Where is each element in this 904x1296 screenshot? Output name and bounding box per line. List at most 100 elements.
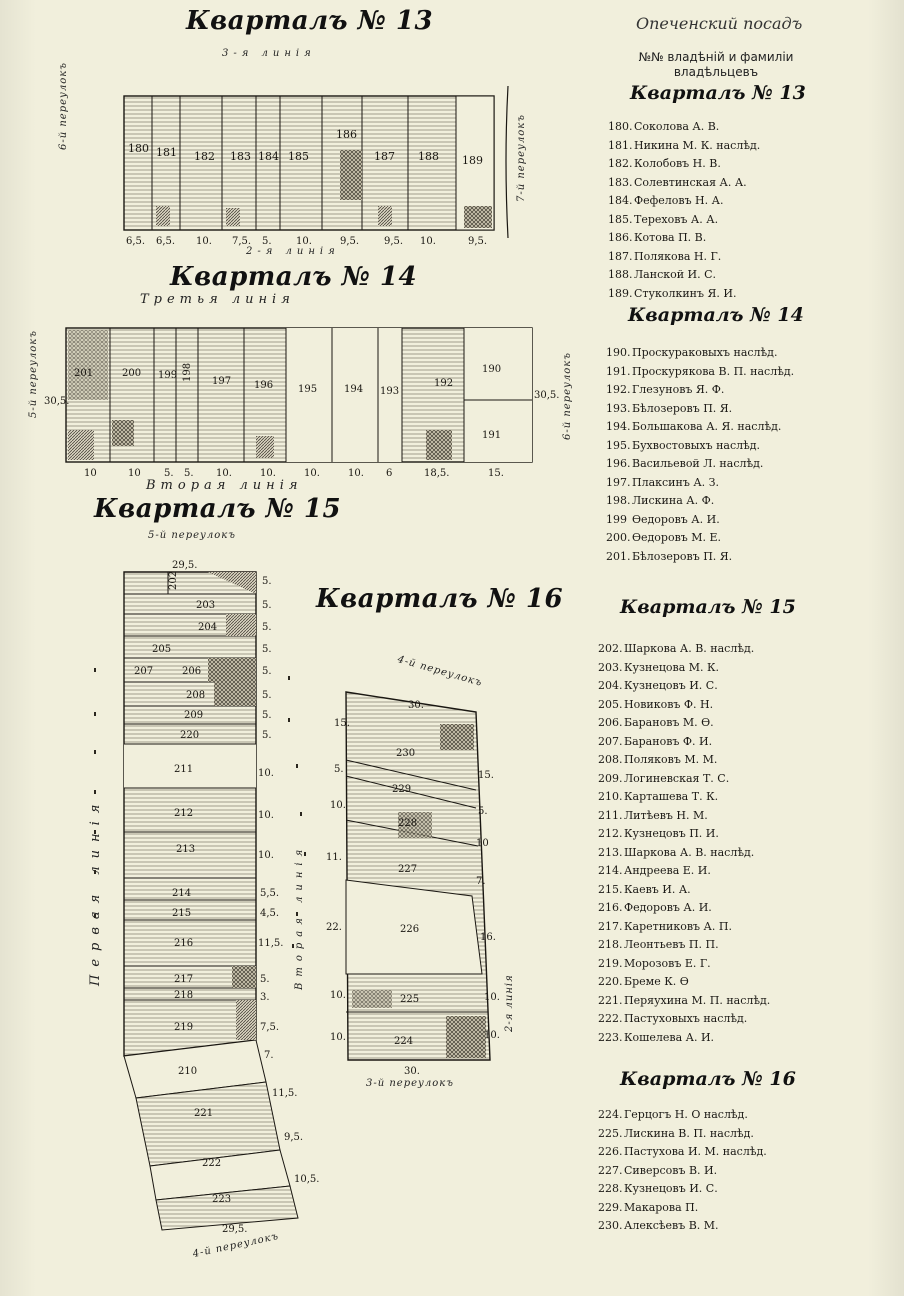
parcel-207: 207: [134, 666, 153, 677]
list-item: 214.Андреева Е. И.: [598, 864, 711, 877]
list-item: 230.Алексѣевъ В. М.: [598, 1219, 719, 1232]
list-item: 193.Бѣлозеровъ П. Я.: [606, 401, 733, 415]
k14-width-2: 10: [128, 468, 141, 479]
k15-side-10: 10.: [258, 810, 274, 821]
list-item: 192.Глезуновъ Я. Ф.: [606, 383, 725, 396]
k15-side-20: 9,5.: [284, 1132, 303, 1143]
k15-side-16: 3.: [260, 992, 270, 1003]
list-item: 206.Барановъ М. Ѳ.: [598, 716, 714, 729]
list-item: 207.Барановъ Ф. И.: [598, 734, 713, 748]
parcel-186: 186: [336, 128, 357, 141]
parcel-196: 196: [254, 380, 273, 391]
k15-side-21: 10,5.: [294, 1174, 319, 1185]
parcel-203: 203: [196, 600, 215, 611]
k14-top-street: Третья линія: [140, 292, 295, 307]
list-item: 201.Бѣлозеровъ П. Я.: [606, 549, 733, 563]
list-item: 184.Фефеловъ Н. А.: [608, 194, 724, 207]
k15-side-18: 7.: [264, 1050, 274, 1061]
k16-left-1: 15.: [334, 718, 350, 729]
list-item: 217.Каретниковъ А. П.: [598, 919, 732, 933]
k16-right-2: 5.: [478, 806, 488, 817]
list-item: 209.Логиневская Т. С.: [598, 771, 730, 785]
k15-side-12: 5,5.: [260, 888, 279, 899]
parcel-192: 192: [434, 378, 453, 389]
list-item: 205.Новиковъ Ф. Н.: [598, 697, 714, 711]
map-title-k15: Кварталъ № 15: [94, 494, 342, 524]
list-title-k16: Кварталъ № 16: [620, 1068, 796, 1090]
list-item: 203.Кузнецова М. К.: [598, 660, 720, 674]
list-item: 218.Леонтьевъ П. П.: [598, 938, 719, 951]
k15-side-4: 5.: [262, 644, 272, 655]
parcel-188: 188: [418, 150, 439, 163]
parcel-185: 185: [288, 150, 309, 163]
k13-width-1: 6,5.: [126, 236, 145, 247]
list-item: 216.Федоровъ А. И.: [598, 901, 712, 914]
list-subtitle: №№ владѣній и фамиліи владѣльцевъ: [638, 50, 794, 79]
k15-side-19: 11,5.: [272, 1088, 297, 1099]
parcel-197: 197: [212, 376, 231, 387]
list-item: 185.Тереховъ А. А.: [608, 212, 719, 226]
k16-block: [345, 691, 491, 1061]
k14-width-4: 5.: [184, 468, 194, 479]
k15-side-17: 7,5.: [260, 1022, 279, 1033]
parcel-218: 218: [174, 990, 193, 1001]
parcel-221: 221: [194, 1108, 213, 1119]
parcel-215: 215: [172, 908, 191, 919]
k16-left-4: 11.: [326, 852, 342, 863]
parcel-204: 204: [198, 622, 217, 633]
parcel-199: 199: [158, 370, 177, 381]
parcel-209: 209: [184, 710, 203, 721]
k13-bottom-street: 2-я линія: [246, 246, 340, 257]
list-item: 196.Васильевой Л. наслѣд.: [606, 457, 764, 470]
k16-left-2: 5.: [334, 764, 344, 775]
list-item: 198.Лискина А. Ф.: [606, 494, 715, 507]
k14-width-6: 10.: [260, 468, 276, 479]
owner-list-k15: 202.Шаркова А. В. наслѣд. 203.Кузнецова …: [598, 640, 770, 1047]
k16-right-6: 10.: [484, 992, 500, 1003]
k16-bottom-street: 3-й переулокъ: [366, 1078, 454, 1089]
list-item: 188.Ланской И. С.: [608, 268, 717, 281]
k15-side-13: 4,5.: [260, 908, 279, 919]
k14-width-7: 10.: [304, 468, 320, 479]
k14-left-depth: 30,5.: [44, 396, 69, 407]
list-item: 186.Котова П. В.: [608, 231, 707, 244]
k14-block: [65, 327, 533, 463]
parcel-193: 193: [380, 386, 399, 397]
parcel-189: 189: [462, 154, 483, 167]
list-item: 200.Ѳедоровъ М. Е.: [606, 531, 722, 544]
list-item: 197.Плаксинъ А. З.: [606, 475, 720, 489]
map-title-k16: Кварталъ № 16: [316, 584, 564, 614]
list-item: 215.Каевъ И. А.: [598, 882, 691, 896]
parcel-214: 214: [172, 888, 191, 899]
parcel-198: 198: [182, 363, 193, 382]
list-item: 225.Лискина В. П. наслѣд.: [598, 1126, 754, 1140]
parcel-223: 223: [212, 1194, 231, 1205]
town-heading: Опеченский посадъ: [636, 14, 803, 33]
k15-side-1: 5.: [262, 576, 272, 587]
k14-bottom-street: Вторая линія: [146, 478, 303, 493]
list-item: 224.Герцогъ Н. О наслѣд.: [598, 1108, 748, 1121]
k13-width-2: 6,5.: [156, 236, 175, 247]
k14-width-1: 10: [84, 468, 97, 479]
parcel-182: 182: [194, 150, 215, 163]
k14-width-9: 6: [386, 468, 392, 479]
k13-width-8: 9,5.: [384, 236, 403, 247]
k16-top-width: 30.: [408, 700, 424, 711]
parcel-194: 194: [344, 384, 363, 395]
parcel-195: 195: [298, 384, 317, 395]
parcel-187: 187: [374, 150, 395, 163]
parcel-184: 184: [258, 150, 279, 163]
list-item: 226.Пастухова И. М. наслѣд.: [598, 1145, 767, 1158]
list-item: 219.Морозовъ Е. Г.: [598, 956, 711, 970]
k16-left-5: 22.: [326, 922, 342, 933]
k15-side-3: 5.: [262, 622, 272, 633]
owner-list-k13: 180.Соколова А. В. 181.Никина М. К. насл…: [608, 118, 760, 303]
k15-top-width: 29,5.: [172, 560, 197, 571]
owner-list-k14: 190.Проскураковыхъ наслѣд. 191.Проскуряк…: [606, 344, 794, 566]
parcel-200: 200: [122, 368, 141, 379]
list-item: 221.Перяухина М. П. наслѣд.: [598, 993, 771, 1007]
k15-side-2: 5.: [262, 600, 272, 611]
k15-side-11: 10.: [258, 850, 274, 861]
k13-width-4: 7,5.: [232, 236, 251, 247]
